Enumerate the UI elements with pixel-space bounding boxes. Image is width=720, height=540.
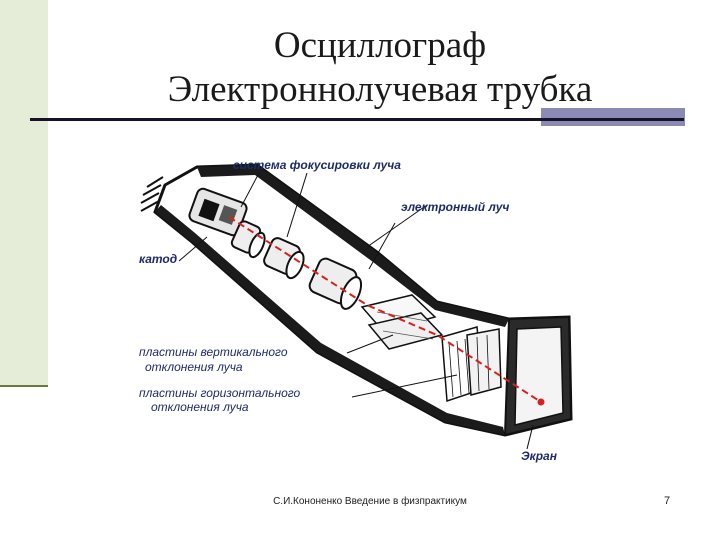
label-electron-beam: электронный луч [401, 200, 509, 214]
electron-gun [188, 187, 248, 237]
screen-surface [514, 326, 564, 426]
base-pins [140, 176, 164, 212]
focusing-cylinders [230, 220, 363, 310]
title-accent-block [541, 108, 685, 126]
crt-diagram: система фокусировки луча электронный луч… [139, 158, 573, 463]
decorative-sidebar [0, 0, 48, 385]
tube-wall-shading [197, 165, 509, 327]
label-vertical-plates-1: пластины вертикального [139, 345, 288, 359]
slide-title-line1: Осциллограф [273, 25, 487, 66]
sidebar-accent-line [0, 385, 48, 387]
leader-lines [178, 172, 534, 450]
title-underline [30, 118, 684, 121]
label-vertical-plates-2: отклонения луча [145, 360, 243, 374]
footer-credit: С.И.Кононенко Введение в физпрактикум [273, 496, 467, 507]
slide-title: Осциллограф Электроннолучевая трубка [120, 24, 640, 112]
beam-spot [537, 398, 545, 406]
horizontal-deflection-plates [441, 326, 502, 403]
slide-number: 7 [664, 495, 671, 507]
slide-title-line2: Электроннолучевая трубка [167, 69, 593, 110]
label-focusing-system: система фокусировки луча [233, 158, 401, 172]
label-cathode: катод [139, 252, 177, 266]
vertical-deflection-plates [360, 294, 444, 350]
label-horizontal-plates-2: отклонения луча [151, 400, 249, 414]
electron-beam [228, 216, 542, 403]
label-horizontal-plates-1: пластины горизонтального [139, 386, 301, 400]
label-screen: Экран [521, 449, 558, 463]
